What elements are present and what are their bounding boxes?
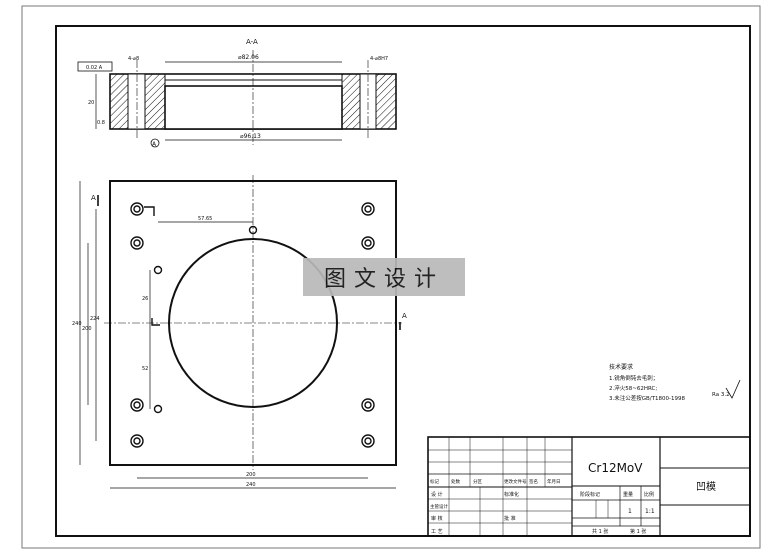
row-change: 更改文件号 xyxy=(504,478,527,485)
material: Cr12MoV xyxy=(588,461,643,475)
row-date: 年月日 xyxy=(547,478,561,485)
tolerance-box: 0.02 A xyxy=(86,65,103,71)
process-label: 工 艺 xyxy=(431,529,443,535)
notes-heading: 技术要求 xyxy=(609,363,633,371)
col-scale: 比例 xyxy=(644,491,654,498)
weight-value: 1 xyxy=(628,508,632,515)
part-name: 凹模 xyxy=(696,481,716,493)
title-block-text: Cr12MoV 凹模 阶段标记 重量 比例 1 1:1 共 1 张 第 1 张 … xyxy=(430,461,716,535)
datum-ref: A xyxy=(152,141,157,148)
section-mark-left: A xyxy=(91,194,96,202)
dim-horizontal-inner: 57.65 xyxy=(198,216,212,222)
sheet-no: 第 1 张 xyxy=(630,528,646,535)
watermark: 图文设计 xyxy=(303,258,465,296)
col-weight: 重量 xyxy=(623,491,633,498)
checker-label: 审 核 xyxy=(431,515,443,522)
notes-line1: 1.锐角倒钝去毛刺； xyxy=(609,374,658,382)
section-view: A-A ⌀82.06 ⌀96.13 4-⌀8 4-⌀8H7 20 0.8 0.0… xyxy=(77,38,397,148)
dim-vertical-left-a: 200 xyxy=(82,326,92,332)
dim-vertical-left-b: 224 xyxy=(90,316,100,322)
designer-label: 设 计 xyxy=(431,491,443,498)
plan-view: A A 57.65 26 52 200 224 240 200 240 xyxy=(72,175,407,489)
technical-notes: 技术要求 1.锐角倒钝去毛刺； 2.淬火58~62HRC; 3.未注公差按GB/… xyxy=(609,363,741,402)
row-mark: 标记 xyxy=(430,478,439,485)
dim-left-bottom: 0.8 xyxy=(97,120,105,126)
dim-top-bore: ⌀82.06 xyxy=(238,54,259,61)
notes-line2: 2.淬火58~62HRC; xyxy=(609,384,657,392)
dim-vertical-left-c: 240 xyxy=(72,321,82,327)
row-count: 处数 xyxy=(451,478,460,485)
dim-width-outer: 240 xyxy=(246,482,256,488)
section-mark-right: A xyxy=(402,312,407,320)
dim-height: 20 xyxy=(88,100,94,106)
col-stage: 阶段标记 xyxy=(580,491,600,498)
standardization-label: 标准化 xyxy=(504,491,519,498)
draw-label: 主管设计 xyxy=(430,503,448,510)
scale-value: 1:1 xyxy=(645,508,655,515)
title-block xyxy=(427,436,751,537)
bolt-holes xyxy=(130,202,375,448)
dim-right-top: 4-⌀8H7 xyxy=(370,56,388,62)
sheet-total: 共 1 张 xyxy=(592,528,608,535)
dim-left-top: 4-⌀8 xyxy=(128,56,139,62)
dim-width-inner: 200 xyxy=(246,472,256,478)
row-sign: 签名 xyxy=(529,478,538,485)
dim-vertical-2: 52 xyxy=(142,366,148,372)
approver-label: 批 准 xyxy=(504,515,516,522)
notes-line3: 3.未注公差按GB/T1800-1998 xyxy=(609,394,685,402)
inner-border xyxy=(55,25,751,537)
dim-bottom-bore: ⌀96.13 xyxy=(240,133,261,140)
outer-border xyxy=(21,5,761,549)
dim-vertical-1: 26 xyxy=(142,296,148,302)
row-zone: 分区 xyxy=(473,478,482,485)
section-title: A-A xyxy=(246,38,258,46)
roughness-symbol: Ra 3.2 xyxy=(712,392,730,398)
